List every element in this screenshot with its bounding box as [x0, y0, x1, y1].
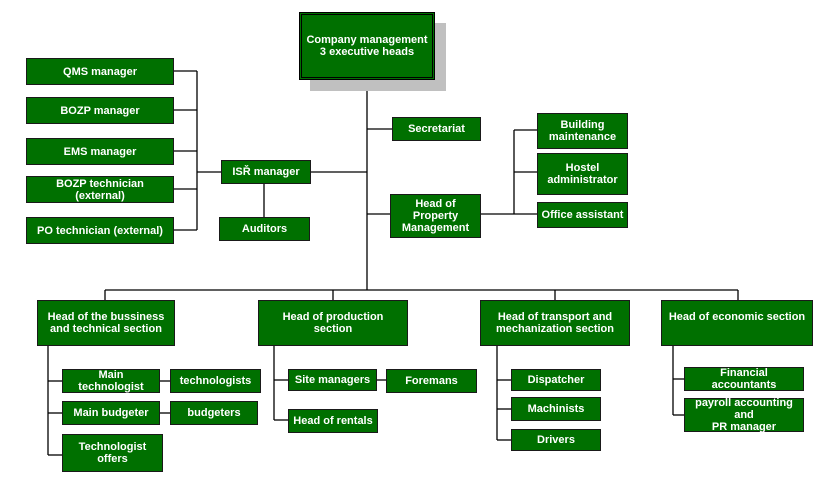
head-property-management-label: Head of Property Management	[401, 198, 470, 234]
secretariat-label: Secretariat	[408, 123, 465, 135]
isr-manager-label: ISŘ manager	[232, 166, 300, 178]
building-maintenance-box: Building maintenance	[537, 113, 628, 149]
bozp-manager-box: BOZP manager	[26, 97, 174, 124]
hostel-administrator-label: Hostel administrator	[547, 162, 618, 186]
site-managers-label: Site managers	[294, 374, 371, 386]
head-economic-section-box: Head of economic section	[661, 300, 813, 346]
budgeters-box: budgeters	[170, 401, 258, 425]
foremans-label: Foremans	[405, 375, 458, 387]
head-production-section-label: Head of production section	[282, 311, 384, 335]
technologists-box: technologists	[170, 369, 261, 393]
machinists-label: Machinists	[527, 403, 585, 415]
main-technologist-label: Main technologist	[78, 369, 144, 393]
bozp-technician-label: BOZP technician (external)	[56, 177, 144, 202]
building-maintenance-label: Building maintenance	[548, 119, 617, 143]
head-production-section-box: Head of production section	[258, 300, 408, 346]
secretariat-box: Secretariat	[392, 117, 481, 141]
isr-manager-box: ISŘ manager	[221, 160, 311, 184]
machinists-box: Machinists	[511, 397, 601, 421]
technologist-offers-label: Technologist offers	[78, 441, 147, 465]
po-technician-label: PO technician (external)	[37, 224, 163, 237]
budgeters-label: budgeters	[187, 407, 241, 419]
head-business-section-label: Head of the bussiness and technical sect…	[47, 311, 165, 335]
hostel-administrator-box: Hostel administrator	[537, 153, 628, 195]
main-technologist-box: Main technologist	[62, 369, 160, 393]
ems-manager-box: EMS manager	[26, 138, 174, 165]
company-management-box: Company management 3 executive heads	[299, 12, 435, 80]
head-transport-section-box: Head of transport and mechanization sect…	[480, 300, 630, 346]
payroll-pr-manager-label: payroll accounting and PR manager	[695, 397, 793, 433]
auditors-box: Auditors	[219, 217, 310, 241]
main-budgeter-label: Main budgeter	[73, 407, 149, 419]
qms-manager-label: QMS manager	[63, 65, 137, 78]
head-business-section-box: Head of the bussiness and technical sect…	[37, 300, 175, 346]
main-budgeter-box: Main budgeter	[62, 401, 160, 425]
head-of-rentals-box: Head of rentals	[288, 409, 378, 433]
financial-accountants-label: Financial accountants	[711, 367, 777, 391]
drivers-box: Drivers	[511, 429, 601, 451]
technologist-offers-box: Technologist offers	[62, 434, 163, 472]
head-transport-section-label: Head of transport and mechanization sect…	[496, 311, 614, 335]
head-property-management-box: Head of Property Management	[390, 194, 481, 238]
auditors-label: Auditors	[241, 223, 288, 235]
foremans-box: Foremans	[386, 369, 477, 393]
dispatcher-box: Dispatcher	[511, 369, 601, 391]
site-managers-box: Site managers	[288, 369, 377, 391]
dispatcher-label: Dispatcher	[527, 374, 585, 386]
head-economic-section-label: Head of economic section	[668, 311, 806, 323]
ems-manager-label: EMS manager	[63, 145, 137, 158]
head-of-rentals-label: Head of rentals	[293, 415, 373, 427]
bozp-manager-label: BOZP manager	[60, 104, 140, 117]
qms-manager-box: QMS manager	[26, 58, 174, 85]
payroll-pr-manager-box: payroll accounting and PR manager	[684, 397, 804, 433]
office-assistant-box: Office assistant	[537, 202, 628, 228]
drivers-label: Drivers	[537, 434, 575, 446]
company-management-label: Company management 3 executive heads	[306, 34, 428, 58]
po-technician-box: PO technician (external)	[26, 217, 174, 244]
office-assistant-label: Office assistant	[541, 209, 624, 221]
bozp-technician-box: BOZP technician (external)	[26, 176, 174, 203]
technologists-label: technologists	[179, 375, 252, 387]
financial-accountants-box: Financial accountants	[684, 367, 804, 391]
